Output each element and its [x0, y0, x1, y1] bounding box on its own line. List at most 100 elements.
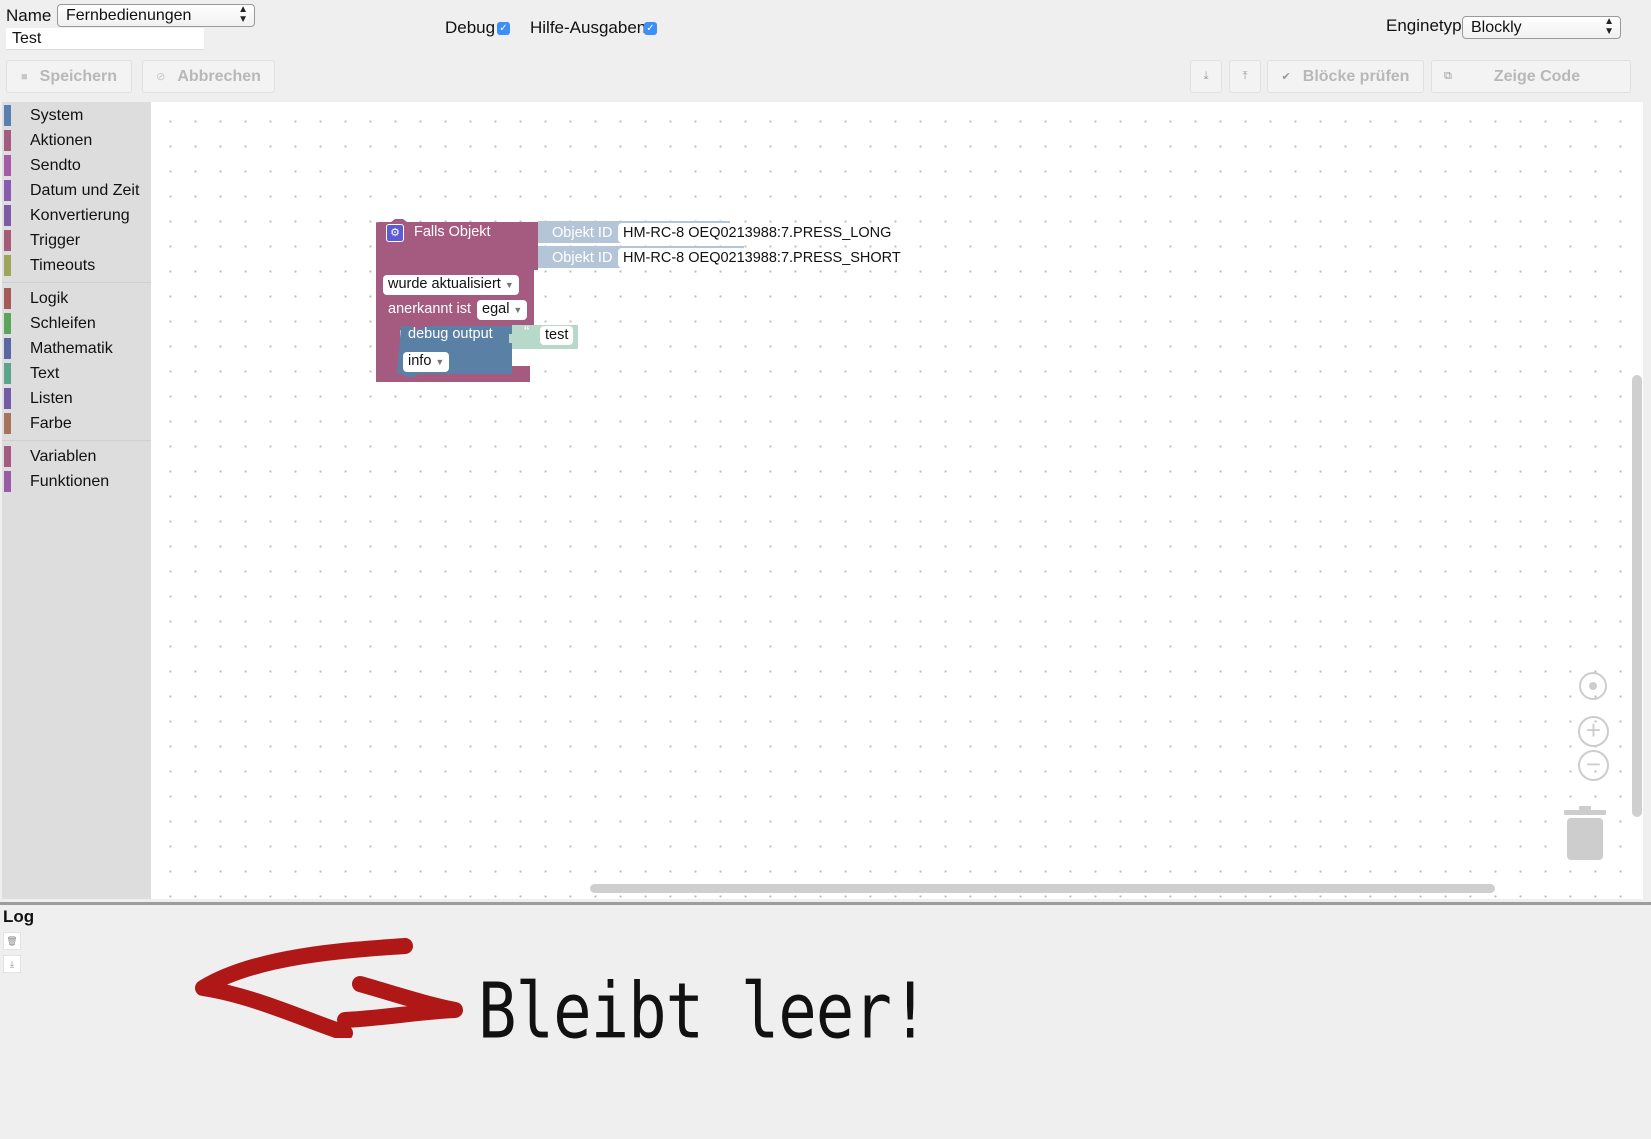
engine-type-select[interactable]: Blockly ▲▼ — [1462, 16, 1621, 39]
save-icon: ■ — [20, 70, 28, 83]
toolbox-category-datum[interactable]: Datum und Zeit — [2, 178, 151, 203]
log-title: Log — [3, 907, 35, 926]
name-label: Name — [6, 6, 52, 25]
log-clear-button[interactable]: 🗑 — [3, 932, 21, 950]
category-color — [4, 288, 11, 309]
gear-icon[interactable]: ⚙ — [386, 224, 404, 242]
category-label: Text — [30, 365, 60, 382]
zoom-out-icon[interactable]: − — [1578, 750, 1609, 781]
annotation-text: Bleibt leer! — [478, 968, 929, 1057]
help-output-label: Hilfe-Ausgaben — [530, 18, 647, 37]
category-color — [4, 413, 11, 434]
category-label: Variablen — [30, 448, 97, 465]
select-arrows-icon: ▲▼ — [238, 4, 248, 25]
center-icon[interactable] — [1579, 672, 1607, 700]
category-color — [4, 338, 11, 359]
log-level-value: info — [408, 353, 432, 369]
toolbox-category-konvertierung[interactable]: Konvertierung — [2, 203, 151, 228]
engine-type-value: Blockly — [1471, 19, 1522, 36]
show-code-button[interactable]: ⧉ Zeige Code — [1431, 60, 1631, 93]
object-id-label: Objekt ID — [552, 225, 613, 241]
save-button-label: Speichern — [39, 67, 117, 85]
category-color — [4, 446, 11, 467]
category-color — [4, 180, 11, 201]
chevron-down-icon: ▼ — [513, 305, 523, 315]
trash-icon: 🗑 — [6, 936, 18, 946]
category-label: Farbe — [30, 415, 72, 432]
ack-value: egal — [482, 301, 510, 317]
category-label: System — [30, 107, 84, 124]
debug-output-title: debug output — [408, 326, 493, 342]
category-label: Mathematik — [30, 340, 113, 357]
toolbox-category-trigger[interactable]: Trigger — [2, 228, 151, 253]
category-label: Funktionen — [30, 473, 110, 490]
toolbox-category-listen[interactable]: Listen — [2, 386, 151, 411]
help-output-checkbox[interactable]: ✓ — [644, 22, 657, 35]
string-field[interactable]: test — [540, 326, 574, 345]
check-icon: ✔ — [1281, 71, 1291, 83]
toolbox-category-farbe[interactable]: Farbe — [2, 411, 151, 436]
code-icon: ⧉ — [1444, 70, 1452, 82]
import-button[interactable]: ⤒ — [1229, 60, 1261, 93]
toolbox-category-logik[interactable]: Logik — [2, 286, 151, 311]
log-level-dropdown[interactable]: info▼ — [403, 352, 450, 372]
toolbox-category-aktionen[interactable]: Aktionen — [2, 128, 151, 153]
object-id-field-short[interactable]: HM-RC-8 OEQ0213988:7.PRESS_SHORT — [618, 248, 906, 268]
toolbox-category-sendto[interactable]: Sendto — [2, 153, 151, 178]
condition-dropdown[interactable]: wurde aktualisiert▼ — [383, 275, 519, 295]
name-select[interactable]: Fernbedienungen ▲▼ — [57, 4, 255, 27]
toolbox-category-schleifen[interactable]: Schleifen — [2, 311, 151, 336]
category-color — [4, 230, 11, 251]
toolbox-separator — [2, 440, 151, 441]
category-label: Schleifen — [30, 315, 96, 332]
object-id-field-long[interactable]: HM-RC-8 OEQ0213988:7.PRESS_LONG — [618, 223, 897, 243]
toolbox-category-mathematik[interactable]: Mathematik — [2, 336, 151, 361]
toolbox-category-system[interactable]: System — [2, 103, 151, 128]
import-icon: ⤒ — [1242, 70, 1248, 82]
toolbox-category-variablen[interactable]: Variablen — [2, 444, 151, 469]
object-id-label: Objekt ID — [552, 250, 613, 266]
debug-label: Debug — [445, 18, 496, 37]
ack-label: anerkannt ist — [388, 301, 472, 317]
trash-icon[interactable] — [1562, 806, 1608, 862]
workspace-horizontal-scrollbar[interactable] — [590, 884, 1495, 893]
save-button[interactable]: ■ Speichern — [6, 60, 132, 93]
category-color — [4, 155, 11, 176]
check-blocks-label: Blöcke prüfen — [1302, 67, 1410, 85]
category-color — [4, 363, 11, 384]
show-code-label: Zeige Code — [1493, 67, 1581, 85]
toolbox-category-funktionen[interactable]: Funktionen — [2, 469, 151, 494]
category-color — [4, 105, 11, 126]
script-name-input[interactable]: Test — [6, 28, 204, 50]
toolbox-category-timeouts[interactable]: Timeouts — [2, 253, 151, 278]
condition-value: wurde aktualisiert — [388, 276, 501, 292]
toolbox-category-text[interactable]: Text — [2, 361, 151, 386]
ack-dropdown[interactable]: egal▼ — [477, 300, 528, 320]
engine-type-label: Enginetyp — [1386, 16, 1462, 35]
log-divider[interactable] — [0, 902, 1651, 905]
category-color — [4, 205, 11, 226]
category-label: Sendto — [30, 157, 81, 174]
script-name-value: Test — [12, 30, 42, 47]
check-blocks-button[interactable]: ✔ Blöcke prüfen — [1267, 60, 1424, 93]
toolbox-separator — [2, 282, 151, 283]
category-color — [4, 388, 11, 409]
category-label: Timeouts — [30, 257, 96, 274]
select-arrows-icon: ▲▼ — [1604, 16, 1614, 37]
zoom-in-icon[interactable]: + — [1578, 716, 1609, 747]
category-color — [4, 313, 11, 334]
debug-checkbox[interactable]: ✓ — [497, 22, 510, 35]
category-label: Trigger — [30, 232, 81, 249]
cancel-button[interactable]: ⊘ Abbrechen — [142, 60, 275, 93]
name-select-value: Fernbedienungen — [66, 7, 192, 24]
category-label: Logik — [30, 290, 69, 307]
open-quote-icon: “ — [524, 324, 530, 341]
workspace-vertical-scrollbar[interactable] — [1632, 375, 1642, 817]
trigger-block-body — [376, 219, 538, 382]
log-download-button[interactable]: ⤓ — [3, 955, 21, 973]
category-color — [4, 255, 11, 276]
download-icon: ⤓ — [10, 959, 14, 969]
chevron-down-icon: ▼ — [435, 357, 445, 367]
export-button[interactable]: ⤓ — [1190, 60, 1222, 93]
annotation-arrow — [195, 938, 463, 1038]
